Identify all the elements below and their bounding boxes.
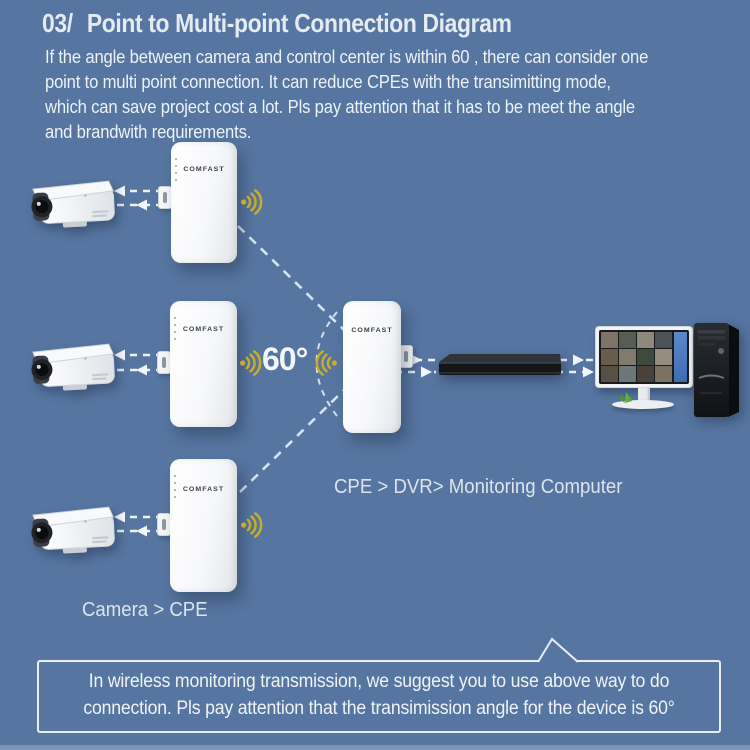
camera-feed-tile [619,366,636,382]
cpe-device-middle: COMFAST [170,301,237,427]
cctv-camera-middle [28,343,120,397]
section-number: 03/ [42,8,73,38]
cpe-mount-bracket [399,345,413,368]
cctv-camera-top [28,180,120,234]
intro-paragraph-line: and brandwith requirements. [45,121,252,142]
cctv-camera-bottom [28,506,120,560]
camera-feed-grid [601,332,672,382]
monitor-screen [599,330,689,384]
camera-feed-tile [619,349,636,365]
page-title: 03/Point to Multi-point Connection Diagr… [42,8,512,39]
intro-paragraph: If the angle between camera and control … [45,44,648,144]
intro-paragraph-line: If the angle between camera and control … [45,46,649,67]
dvr-device [439,354,561,375]
cpe-led-lights [174,317,176,345]
cpe-mount-bracket [158,186,172,209]
intro-paragraph-line: which can save project cost a lot. Pls p… [45,96,636,117]
section-title: Point to Multi-point Connection Diagram [86,8,512,38]
note-text: In wireless monitoring transmission, we … [37,668,721,722]
camera-feed-tile [655,349,672,365]
monitor-base [612,400,674,409]
wifi-signal-icon [239,512,265,538]
note-text-line: In wireless monitoring transmission, we … [88,671,670,692]
camera-feed-tile [637,366,654,382]
computer-tower [694,323,739,417]
camera-feed-tile [601,366,618,382]
note-box [37,660,721,733]
monitor-ui-sidebar [674,332,687,382]
camera-feed-tile [637,349,654,365]
camera-feed-tile [655,332,672,348]
cpe-device-top: COMFAST [171,142,237,263]
monitor-stand [638,387,650,401]
wifi-signal-icon [238,350,264,376]
note-box-tail [537,637,579,663]
note-text-line: connection. Pls pay attention that the t… [83,698,675,719]
monitor-bezel [595,326,693,388]
cpe-brand-label: COMFAST [183,166,225,173]
cpe-mount-bracket [157,351,171,374]
intro-paragraph-line: point to multi point connection. It can … [45,71,611,92]
camera-feed-tile [619,332,636,348]
monitoring-computer [595,326,693,412]
cpe-device-bottom: COMFAST [170,459,237,592]
camera-feed-tile [601,349,618,365]
angle-label: 60° [262,341,308,377]
cpe-led-lights [175,158,177,186]
camera-feed-tile [637,332,654,348]
cpe-brand-label: COMFAST [182,485,225,493]
cpe-brand-label: COMFAST [182,326,225,333]
cpe-device-central: COMFAST [343,301,401,433]
cpe-brand-label: COMFAST [351,327,393,335]
plant-icon [619,392,632,403]
cpe-led-lights [174,475,176,503]
camera-chain-label: Camera > CPE [82,599,208,621]
monitor-chain-label: CPE > DVR> Monitoring Computer [334,476,623,498]
camera-feed-tile [601,332,618,348]
bottom-edge-strip [0,745,750,750]
wifi-signal-icon [239,189,265,215]
cpe-mount-bracket [157,513,171,536]
camera-feed-tile [655,366,672,382]
wifi-signal-icon [313,350,339,376]
